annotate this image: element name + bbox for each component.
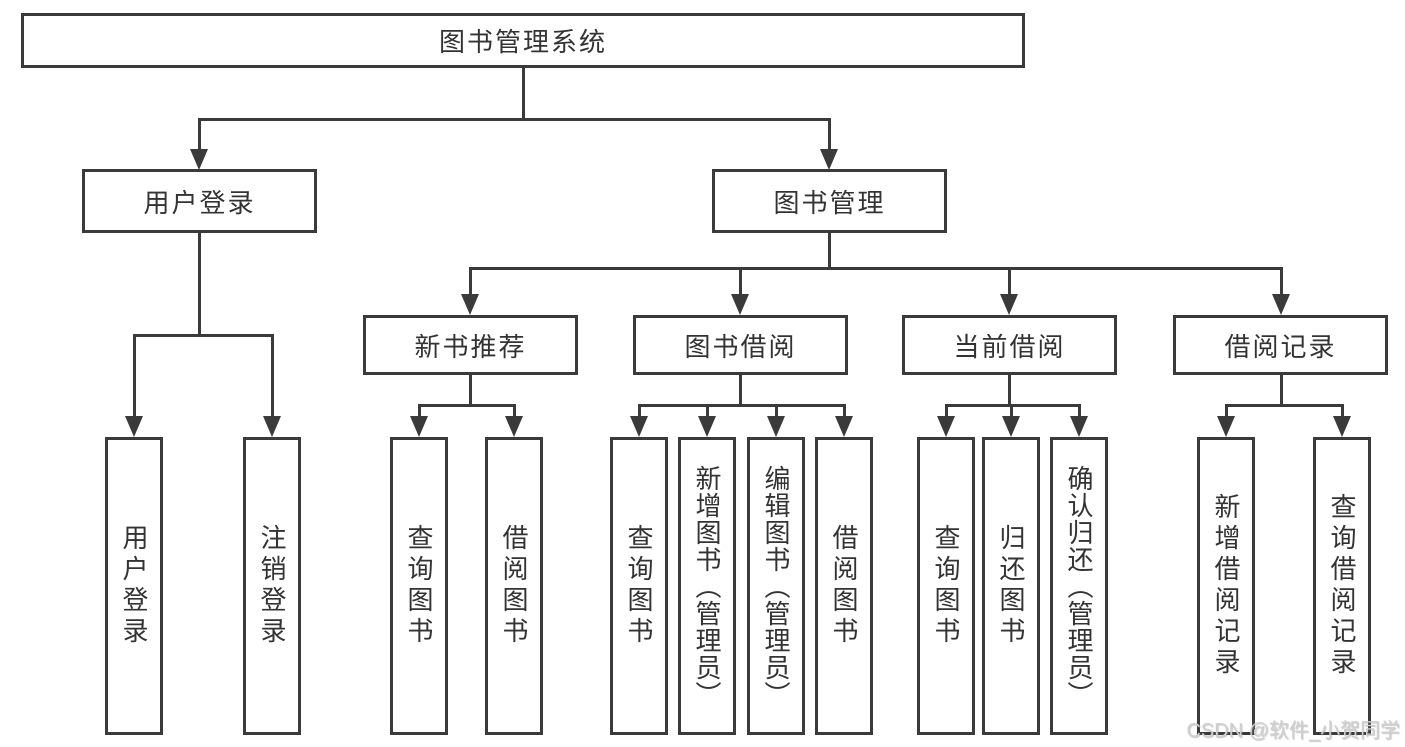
arrowhead-down-icon <box>698 416 716 437</box>
node-label: 图书管理 <box>773 187 886 218</box>
connector-line <box>842 404 846 419</box>
leaf-query-books-current: 查询图书 <box>917 437 975 735</box>
connector-line <box>1279 267 1283 297</box>
leaf-query-borrow-record: 查询借阅记录 <box>1313 437 1371 735</box>
connector-line <box>512 404 516 419</box>
connector-line <box>1224 404 1228 419</box>
connector-line <box>417 404 516 407</box>
node-user-login: 用户登录 <box>82 169 317 233</box>
connector-line <box>738 375 742 407</box>
node-label: 查询图书 <box>624 524 654 648</box>
node-label: 新增借阅记录 <box>1211 493 1241 679</box>
node-label: 借阅记录 <box>1224 331 1337 362</box>
node-label: 归还图书 <box>996 524 1026 648</box>
arrowhead-down-icon <box>410 416 428 437</box>
connector-line <box>1009 404 1013 419</box>
arrowhead-down-icon <box>767 416 785 437</box>
connector-line <box>944 404 1081 407</box>
leaf-edit-books-admin: 编辑图书（管理员） <box>747 437 805 735</box>
leaf-query-books-borrowing: 查询图书 <box>610 437 668 735</box>
arrowhead-down-icon <box>937 416 955 437</box>
connector-line <box>468 267 472 297</box>
node-label: 新增图书（管理员） <box>692 464 722 708</box>
connector-line <box>468 375 472 407</box>
connector-line <box>1007 267 1011 297</box>
arrowhead-down-icon <box>835 416 853 437</box>
arrowhead-down-icon <box>731 294 749 315</box>
node-label: 用户登录 <box>119 524 149 648</box>
connector-line <box>827 118 831 152</box>
leaf-borrow-books-borrowing: 借阅图书 <box>815 437 873 735</box>
node-borrowing-records: 借阅记录 <box>1173 315 1388 375</box>
connector-line <box>637 404 641 419</box>
connector-line <box>468 267 1283 270</box>
arrowhead-down-icon <box>820 149 838 170</box>
node-current-borrowing: 当前借阅 <box>902 315 1117 375</box>
connector-line <box>944 404 948 419</box>
connector-line <box>1077 404 1081 419</box>
node-library-management-system: 图书管理系统 <box>21 13 1025 68</box>
node-label: 借阅图书 <box>829 524 859 648</box>
connector-line <box>132 334 136 418</box>
arrowhead-down-icon <box>1002 416 1020 437</box>
connector-line <box>1340 404 1344 419</box>
leaf-add-books-admin: 新增图书（管理员） <box>678 437 736 735</box>
arrowhead-down-icon <box>190 149 208 170</box>
connector-line <box>774 404 778 419</box>
node-label: 查询借阅记录 <box>1327 493 1357 679</box>
node-label: 新书推荐 <box>414 331 527 362</box>
arrowhead-down-icon <box>1217 416 1235 437</box>
leaf-logout-login: 注销登录 <box>243 437 301 735</box>
connector-line <box>738 267 742 297</box>
node-label: 图书管理系统 <box>438 27 607 57</box>
node-label: 借阅图书 <box>499 524 529 648</box>
node-book-management: 图书管理 <box>712 169 947 233</box>
connector-line <box>1007 375 1011 407</box>
connector-line <box>270 334 274 418</box>
connector-line <box>1279 375 1283 407</box>
node-label: 当前借阅 <box>953 331 1066 362</box>
node-label: 确认归还（管理员） <box>1064 464 1094 708</box>
node-label: 用户登录 <box>143 187 256 218</box>
node-book-borrowing: 图书借阅 <box>633 315 848 375</box>
arrowhead-down-icon <box>461 294 479 315</box>
node-label: 图书借阅 <box>684 331 797 362</box>
arrowhead-down-icon <box>1000 294 1018 315</box>
csdn-watermark: CSDN @软件_小贺同学 <box>1186 720 1400 742</box>
node-label: 注销登录 <box>257 524 287 648</box>
connector-line <box>132 334 274 337</box>
connector-line <box>637 404 846 407</box>
leaf-add-borrow-record: 新增借阅记录 <box>1197 437 1255 735</box>
arrowhead-down-icon <box>125 416 143 437</box>
connector-line <box>197 233 201 337</box>
arrowhead-down-icon <box>505 416 523 437</box>
arrowhead-down-icon <box>1070 416 1088 437</box>
connector-line <box>827 233 831 270</box>
node-new-book-recommendation: 新书推荐 <box>363 315 578 375</box>
leaf-confirm-return-admin: 确认归还（管理员） <box>1050 437 1108 735</box>
leaf-query-books-recommend: 查询图书 <box>390 437 448 735</box>
node-label: 查询图书 <box>931 524 961 648</box>
connector-line <box>1224 404 1344 407</box>
arrowhead-down-icon <box>630 416 648 437</box>
node-label: 查询图书 <box>404 524 434 648</box>
arrowhead-down-icon <box>1272 294 1290 315</box>
leaf-user-login: 用户登录 <box>105 437 163 735</box>
leaf-borrow-books-recommend: 借阅图书 <box>485 437 543 735</box>
arrowhead-down-icon <box>263 416 281 437</box>
connector-line <box>521 68 525 120</box>
leaf-return-books: 归还图书 <box>982 437 1040 735</box>
connector-line <box>417 404 421 419</box>
connector-line <box>197 118 831 121</box>
connector-line <box>197 118 201 152</box>
arrowhead-down-icon <box>1333 416 1351 437</box>
connector-line <box>705 404 709 419</box>
node-label: 编辑图书（管理员） <box>761 464 791 708</box>
